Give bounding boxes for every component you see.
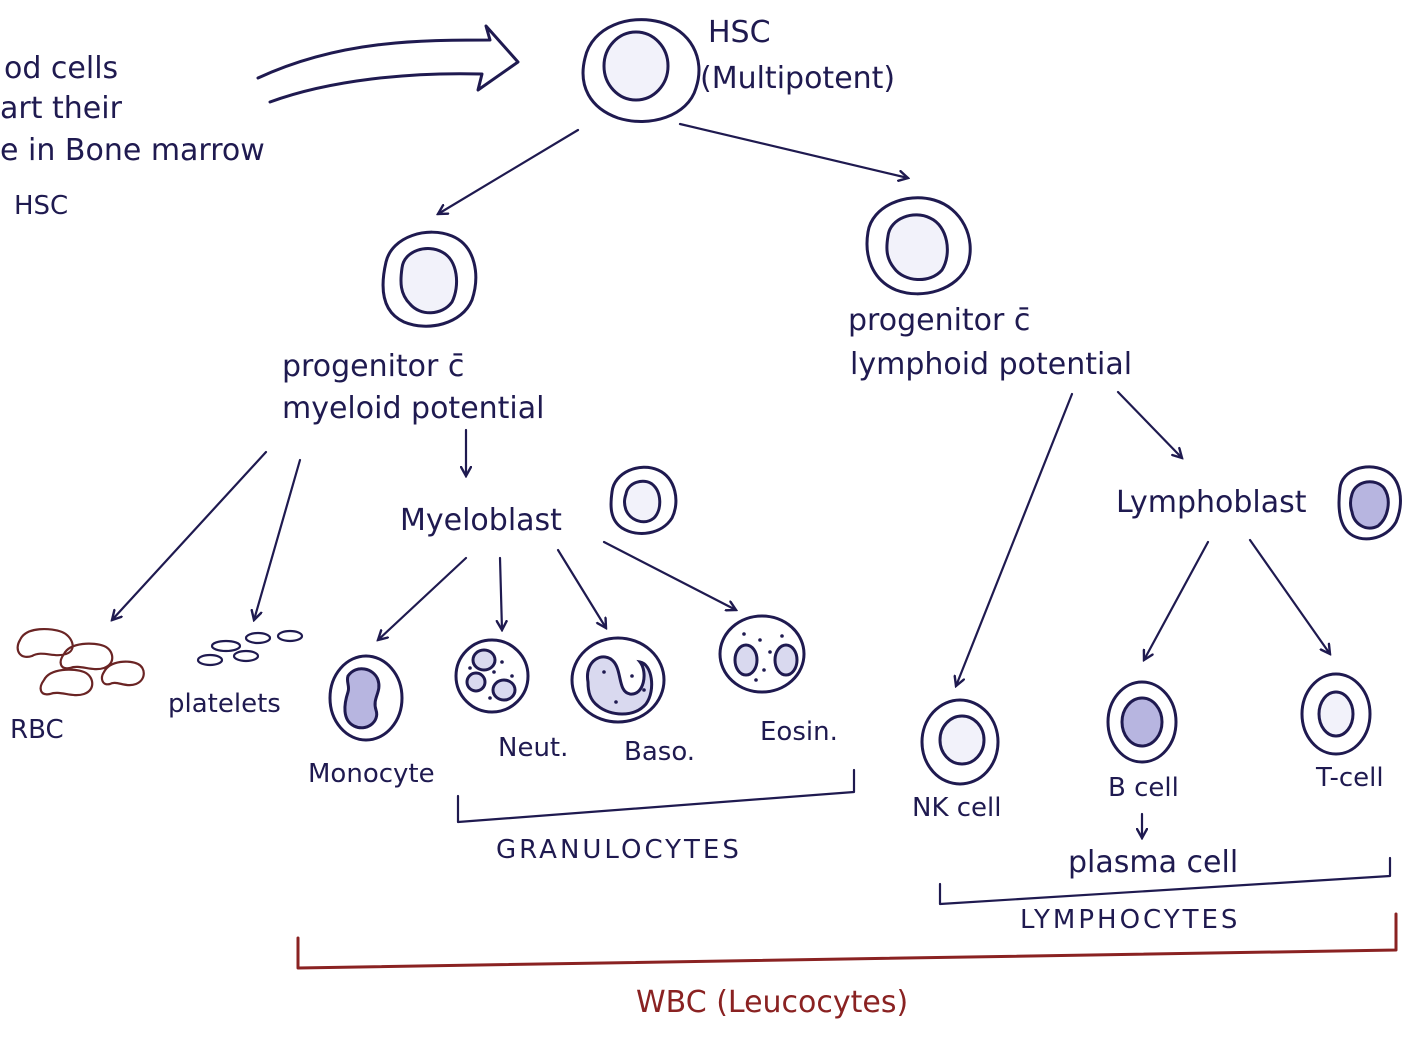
nk-cell-icon <box>920 698 1000 786</box>
basophil-label: Baso. <box>624 737 695 767</box>
neutrophil-label: Neut. <box>498 733 568 763</box>
lymphoid-progenitor-line-1: progenitor c̄ <box>848 303 1030 338</box>
plasma-cell-label: plasma cell <box>1068 845 1238 880</box>
eosinophil-cell-icon <box>718 614 806 694</box>
monocyte-cell-icon <box>328 654 404 742</box>
hsc-label: HSC <box>708 15 771 50</box>
rbc-label: RBC <box>10 715 64 745</box>
intro-note: od cells art their e in Bone marrow HSC <box>0 51 265 221</box>
arrow-to-basophil <box>556 548 606 628</box>
lymphoid-progenitor-line-2: lymphoid potential <box>850 347 1132 382</box>
rbc-cells-icon <box>16 627 145 697</box>
arrow-to-rbc <box>112 450 268 620</box>
myeloid-progenitor-line-2: myeloid potential <box>282 391 545 426</box>
arrow-to-t-cell <box>1248 538 1330 654</box>
arrow-hsc-to-lymphoid <box>678 122 908 178</box>
nk-cell-label: NK cell <box>912 793 1002 823</box>
basophil-cell-icon <box>570 636 666 724</box>
lymphoblast-label: Lymphoblast <box>1116 485 1307 520</box>
t-cell-icon <box>1300 672 1372 756</box>
arrow-to-platelets <box>254 458 302 620</box>
lymphocytes-label: LYMPHOCYTES <box>1020 905 1240 935</box>
myeloblast-label: Myeloblast <box>400 503 562 538</box>
granulocytes-label: GRANULOCYTES <box>496 835 742 865</box>
granulocytes-bracket <box>456 768 856 824</box>
monocyte-label: Monocyte <box>308 759 435 789</box>
myeloid-progenitor-line-1: progenitor c̄ <box>282 349 464 384</box>
intro-arrow <box>256 24 520 104</box>
intro-line-4: HSC <box>14 191 68 221</box>
arrow-to-eosinophil <box>602 540 736 610</box>
arrow-to-b-cell <box>1144 540 1210 660</box>
intro-line-2: art their <box>0 91 123 126</box>
arrow-to-neutrophil <box>500 556 502 630</box>
wbc-label: WBC (Leucocytes) <box>636 985 908 1020</box>
hsc-subtitle: (Multipotent) <box>700 61 895 96</box>
intro-line-3: e in Bone marrow <box>0 133 265 168</box>
b-cell-icon <box>1106 680 1178 764</box>
lymphoid-progenitor-cell-icon <box>865 196 972 296</box>
platelets-icon <box>196 629 304 667</box>
lymphoblast-cell-icon <box>1337 465 1402 541</box>
myeloid-progenitor-cell-icon <box>381 230 478 328</box>
arrow-hsc-to-myeloid <box>438 128 580 214</box>
arrow-to-nk-cell <box>956 392 1074 686</box>
arrow-to-monocyte <box>378 556 468 640</box>
platelets-label: platelets <box>168 689 281 719</box>
hsc-cell-icon <box>581 18 701 123</box>
eosinophil-label: Eosin. <box>760 717 838 747</box>
neutrophil-cell-icon <box>454 638 530 714</box>
wbc-bracket <box>296 912 1398 970</box>
t-cell-label: T-cell <box>1315 763 1384 793</box>
arrow-to-lymphoblast <box>1116 390 1182 458</box>
myeloblast-cell-icon <box>609 465 678 535</box>
lymphocytes-bracket <box>938 856 1392 906</box>
intro-line-1: od cells <box>4 51 118 86</box>
b-cell-label: B cell <box>1108 773 1179 803</box>
